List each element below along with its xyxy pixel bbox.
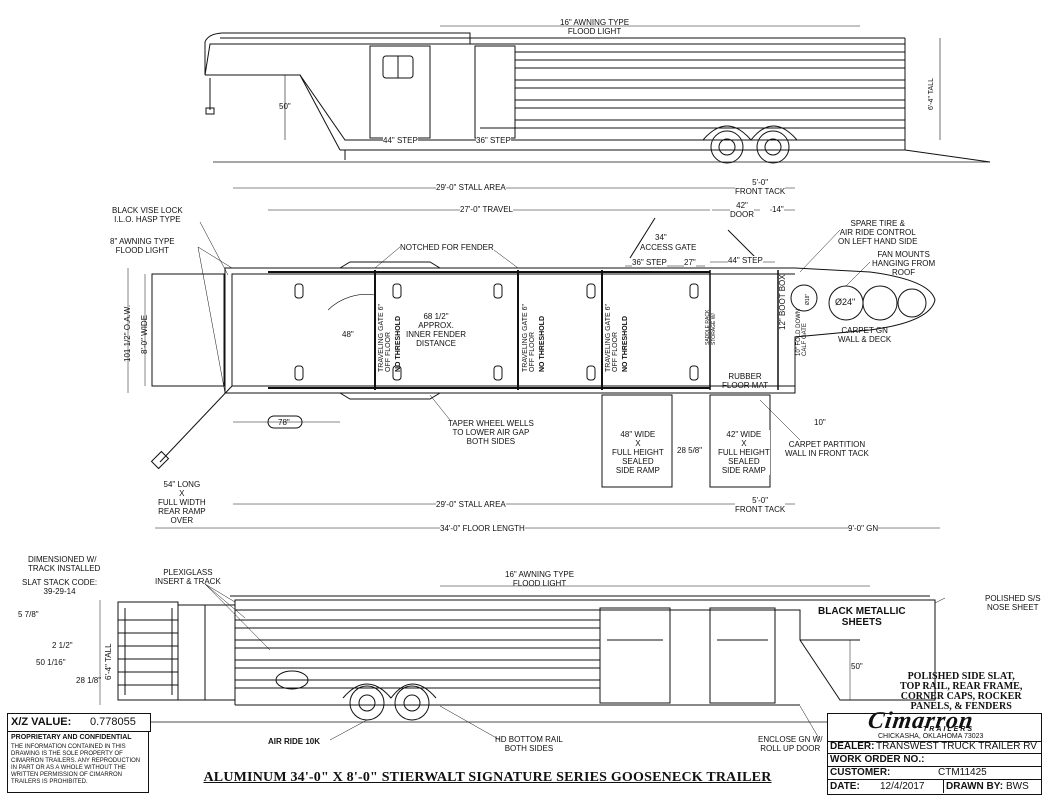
top-nose-height: 50" xyxy=(279,102,291,111)
date-value: 12/4/2017 xyxy=(880,781,925,792)
slat-code-label: SLAT STACK CODE: 39-29-14 xyxy=(22,578,98,596)
door-42: 42" DOOR xyxy=(730,201,754,219)
fan-24: Ø24" xyxy=(835,297,856,307)
notched-label: NOTCHED FOR FENDER xyxy=(400,243,494,252)
dim-28-1-8: 28 1/8" xyxy=(76,676,102,685)
floor-length: 34'-0" FLOOR LENGTH xyxy=(440,524,525,533)
ramp-48-label: 48" WIDE X FULL HEIGHT SEALED SIDE RAMP xyxy=(612,430,664,475)
top-height-label: 6'-4" TALL xyxy=(928,78,935,110)
title-block: Cimarron TRAILERS CHICKASHA, OKLAHOMA 73… xyxy=(827,708,1042,795)
dealer-row: DEALER: TRANSWEST TRUCK TRAILER RV xyxy=(828,741,1041,754)
dim-78: 78" xyxy=(278,418,290,427)
width-dim: 8'-0" WIDE xyxy=(140,314,149,354)
gate-3-label: TRAVELING GATE 6" OFF FLOOR xyxy=(605,304,619,372)
brand-sub: TRAILERS xyxy=(923,726,974,733)
boot-box-label: 12" BOOT BOX xyxy=(778,274,787,330)
hd-rail-label: HD BOTTOM RAIL BOTH SIDES xyxy=(495,735,563,753)
customer-value: CTM11425 xyxy=(938,767,987,778)
awning-8-label: 8" AWNING TYPE FLOOD LIGHT xyxy=(110,237,175,255)
brand-area: Cimarron TRAILERS CHICKASHA, OKLAHOMA 73… xyxy=(828,708,1041,742)
dim-10: 10" xyxy=(814,418,826,427)
front-tack-bottom: 5'-0" FRONT TACK xyxy=(735,496,786,514)
side-elevation-view xyxy=(99,583,990,741)
proprietary-box: PROPRIETARY AND CONFIDENTIAL THE INFORMA… xyxy=(7,731,149,793)
spare-tire-label: SPARE TIRE & AIR RIDE CONTROL ON LEFT HA… xyxy=(838,219,918,246)
carpet-gn-label: CARPET GN WALL & DECK xyxy=(838,326,892,344)
rubber-mat-label: RUBBER FLOOR MAT xyxy=(722,372,769,390)
work-order-label: WORK ORDER NO.: xyxy=(830,754,925,765)
dim-50-1-16: 50 1/16" xyxy=(36,658,66,667)
access-gate-label: ACCESS GATE xyxy=(640,243,697,252)
travel-dim: 27'-0" TRAVEL xyxy=(460,205,513,214)
stall-area-bottom: 29'-0" STALL AREA xyxy=(436,500,506,509)
plexi-label: PLEXIGLASS INSERT & TRACK xyxy=(155,568,221,586)
inner-fender-label: 68 1/2" APPROX. INNER FENDER DISTANCE xyxy=(406,312,467,348)
gate-2-threshold: NO THRESHOLD xyxy=(539,316,546,372)
dealer-value: TRANSWEST TRUCK TRAILER RV xyxy=(876,741,1037,752)
customer-row: CUSTOMER: CTM11425 xyxy=(828,767,1041,780)
side-height-label: 6'-4" TALL xyxy=(104,643,113,680)
saddle-rack-label: SADDLE RACK STORAGE W/ xyxy=(705,309,717,345)
plan-step-44: 44" STEP xyxy=(728,256,763,265)
fan-18: Ø18" xyxy=(805,293,811,305)
air-ride-label: AIR RIDE 10K xyxy=(268,737,321,746)
angle-48: 48" xyxy=(342,330,354,339)
black-metallic-label: BLACK METALLIC SHEETS xyxy=(818,606,906,628)
date-row: DATE: 12/4/2017 DRAWN BY: BWS xyxy=(828,779,1041,793)
front-tack-top: 5'-0" FRONT TACK xyxy=(735,178,786,196)
gate-3-threshold: NO THRESHOLD xyxy=(622,316,629,372)
dim-14: 14" xyxy=(772,205,784,214)
stall-area-top: 29'-0" STALL AREA xyxy=(436,183,506,192)
dim-5-7-8: 5 7/8" xyxy=(18,610,39,619)
gn-length: 9'-0" GN xyxy=(848,524,879,533)
side-awning-label: 16" AWNING TYPE FLOOD LIGHT xyxy=(505,570,575,588)
xz-value-box: X/Z VALUE: 0.778055 xyxy=(7,713,151,732)
carpet-partition-label: CARPET PARTITION WALL IN FRONT TACK xyxy=(785,440,869,458)
date-divider xyxy=(943,779,944,793)
work-order-row: WORK ORDER NO.: xyxy=(828,754,1041,767)
dim-27: 27" xyxy=(684,258,696,267)
dim-28: 28 5/8" xyxy=(677,446,703,455)
calf-gate-label: 10" FOLD DOWN CALF GATE xyxy=(796,308,808,356)
top-elevation-view xyxy=(204,25,991,164)
date-label: DATE: xyxy=(830,781,860,792)
dim-2-1-2: 2 1/2" xyxy=(52,641,73,650)
proprietary-heading: PROPRIETARY AND CONFIDENTIAL xyxy=(11,734,132,741)
oaw-dim: 101 1/2" O.A.W. xyxy=(123,304,132,362)
top-awning-label: 16" AWNING TYPE FLOOD LIGHT xyxy=(560,18,630,36)
proprietary-notice: THE INFORMATION CONTAINED IN THIS DRAWIN… xyxy=(11,744,141,785)
top-step-44: 44" STEP xyxy=(383,136,418,145)
dealer-label: DEALER: xyxy=(830,741,875,752)
xz-label: X/Z VALUE: xyxy=(11,716,72,728)
drawn-label: DRAWN BY: xyxy=(946,781,1004,792)
gate-2-label: TRAVELING GATE 6" OFF FLOOR xyxy=(522,304,536,372)
polished-list-label: POLISHED SIDE SLAT, TOP RAIL, REAR FRAME… xyxy=(900,671,1023,712)
dimensioned-label: DIMENSIONED W/ TRACK INSTALLED xyxy=(28,555,101,573)
plan-step-36: 36" STEP xyxy=(632,258,667,267)
location: CHICKASHA, OKLAHOMA 73023 xyxy=(878,733,984,740)
rear-ramp-label: 54" LONG X FULL WIDTH REAR RAMP OVER xyxy=(158,480,206,525)
access-gate-34: 34" xyxy=(655,233,667,242)
black-vise-lock: BLACK VISE LOCK I.L.O. HASP TYPE xyxy=(112,206,183,224)
gate-1-label: TRAVELING GATE 6" OFF FLOOR xyxy=(378,304,392,372)
customer-label: CUSTOMER: xyxy=(830,767,891,778)
enclose-gn-label: ENCLOSE GN W/ ROLL UP DOOR xyxy=(758,735,823,753)
side-nose-height: 50" xyxy=(851,662,863,671)
taper-label: TAPER WHEEL WELLS TO LOWER AIR GAP BOTH … xyxy=(448,419,534,446)
drawn-value: BWS xyxy=(1006,781,1029,792)
xz-value: 0.778055 xyxy=(90,716,136,728)
polished-nose-label: POLISHED S/S NOSE SHEET xyxy=(985,594,1041,612)
drawing-title: ALUMINUM 34'-0" X 8'-0" STIERWALT SIGNAT… xyxy=(203,770,772,785)
gate-1-threshold: NO THRESHOLD xyxy=(395,316,402,372)
top-step-36: 36" STEP xyxy=(476,136,511,145)
ramp-42-label: 42" WIDE X FULL HEIGHT SEALED SIDE RAMP xyxy=(718,430,770,475)
fan-mounts-label: FAN MOUNTS HANGING FROM ROOF xyxy=(872,250,936,277)
